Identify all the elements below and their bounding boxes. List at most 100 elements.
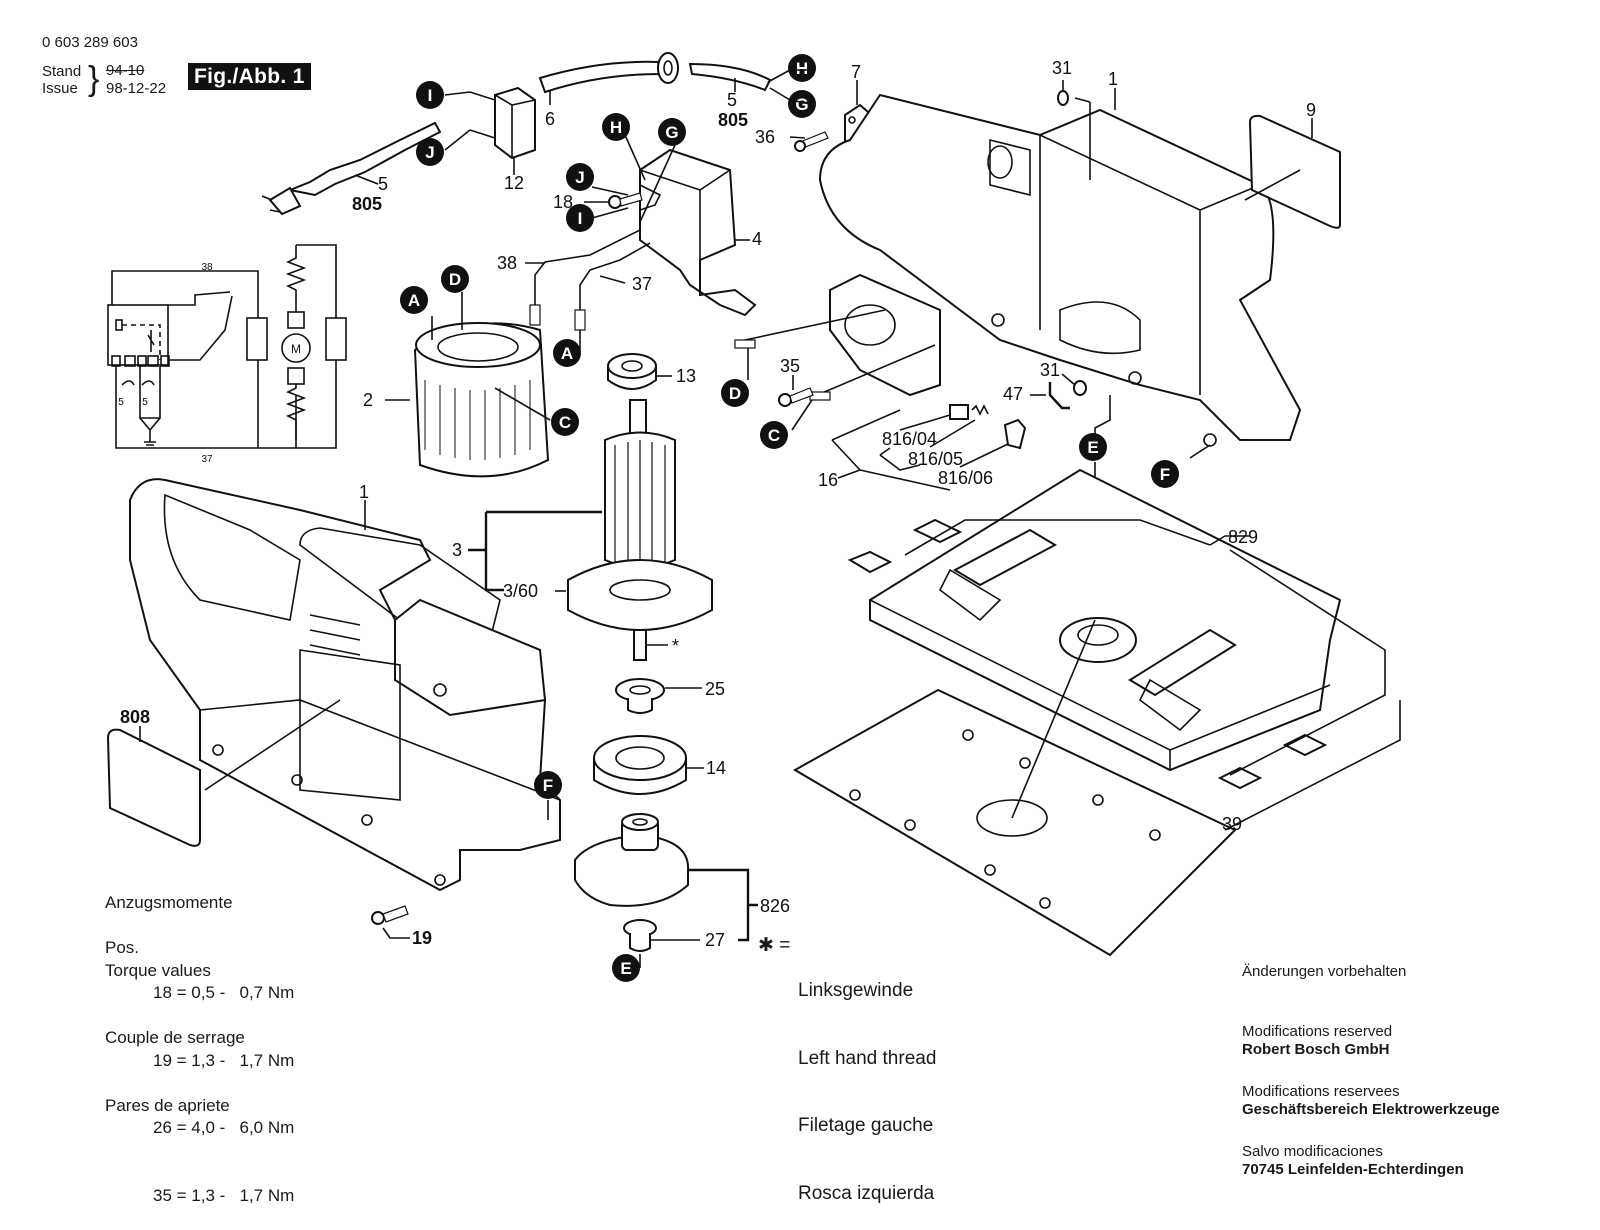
callout-marker-i-switch: [566, 204, 594, 232]
callout-marker-d-brush: [721, 379, 749, 407]
bushing-25: [615, 678, 702, 714]
schematic-wire-37: 37: [201, 454, 213, 465]
bearing-14: [593, 735, 704, 795]
resistor-right: [325, 317, 347, 361]
label-9: 9: [1306, 100, 1316, 120]
ground-symbol: [139, 417, 161, 446]
label-4: 4: [752, 229, 762, 249]
stand-value: 94-10: [106, 62, 145, 79]
screw-36: [789, 131, 829, 152]
torque-heading-de: Anzugsmomente: [105, 893, 233, 912]
callout-marker-a-stator: [400, 286, 428, 314]
label-47: 47: [1003, 384, 1023, 404]
callout-letter: G: [665, 123, 678, 142]
bushing-27: [623, 919, 700, 968]
callout-marker-f-housing: [1151, 460, 1179, 488]
label-16: 16: [818, 470, 838, 490]
callout-letter: D: [729, 384, 741, 403]
label-38: 38: [497, 253, 517, 273]
legend-block: Linksgewinde Left hand thread Filetage g…: [798, 935, 936, 1228]
callout-letter: E: [1087, 438, 1098, 457]
callout-marker-h-switch: [602, 113, 630, 141]
brace-icon: }: [88, 60, 100, 98]
label-3: 3: [452, 540, 462, 560]
schematic-wire-38: 38: [201, 262, 213, 273]
ring-31-mid: [1073, 380, 1087, 396]
label-star: *: [672, 636, 679, 656]
exploded-view-diagram: M 38 37 5 5 5 805 12: [106, 52, 1401, 982]
wire-38: [111, 270, 259, 318]
callout-marker-c-stator: [551, 408, 579, 436]
company-address: 70745 Leinfelden-Echterdingen: [1242, 1161, 1464, 1178]
torque-row: 35 = 1,3 - 1,7 Nm: [153, 1185, 295, 1205]
label-816-05: 816/05: [908, 449, 963, 469]
ring-31-top: [1057, 90, 1069, 106]
label-5-right: 5: [727, 90, 737, 110]
wire-38-part: [534, 229, 641, 310]
carbon-brush-816: [831, 404, 1027, 491]
brush-holder: [734, 273, 941, 401]
callout-letter: J: [425, 143, 434, 162]
callout-letter: I: [578, 209, 583, 228]
label-805-right: 805: [718, 110, 748, 130]
callout-marker-c-brush: [760, 421, 788, 449]
assembled-sander: [129, 478, 561, 892]
callout-letter: G: [795, 95, 808, 114]
label-2: 2: [363, 390, 373, 410]
power-cord-plug: [261, 121, 442, 216]
base-plate-829: [847, 468, 1386, 790]
callout-letter: C: [559, 413, 571, 432]
stator-2: [385, 292, 551, 478]
screw-35: [778, 375, 814, 407]
label-5-left: 5: [378, 174, 388, 194]
company-division: Geschäftsbereich Elektrowerkzeuge: [1242, 1101, 1500, 1118]
callout-letter: I: [428, 86, 433, 105]
callout-marker-i-top: [416, 81, 444, 109]
torque-table: 18 = 0,5 - 0,7 Nm 19 = 1,3 - 1,7 Nm 26 =…: [153, 937, 294, 1230]
callout-marker-h-cable: [788, 54, 816, 82]
callout-letter: J: [575, 168, 584, 187]
footer-notice-de: Änderungen vorbehalten: [1242, 963, 1407, 980]
label-19: 19: [412, 928, 432, 948]
label-12: 12: [504, 173, 524, 193]
label-35: 35: [780, 356, 800, 376]
callout-letter: A: [561, 344, 573, 363]
schematic-cap-left: 5: [118, 397, 124, 408]
callout-marker-d-stator: [441, 265, 469, 293]
part-number: 0 603 289 603: [42, 34, 138, 51]
callout-letter: H: [796, 59, 808, 78]
callout-letter: D: [449, 270, 461, 289]
torque-heading-en: Torque values: [105, 960, 211, 980]
legend-line-fr: Filetage gauche: [798, 1115, 934, 1136]
label-6: 6: [545, 109, 555, 129]
capacitor-12: [469, 86, 536, 175]
label-18: 18: [553, 192, 573, 212]
torque-block: Anzugsmomente Torque values Couple de se…: [105, 847, 245, 1140]
torque-heading-es: Pares de apriete: [105, 1095, 230, 1115]
fan-3-60: [567, 559, 713, 631]
label-36: 36: [755, 127, 775, 147]
wire-37-part: [579, 242, 651, 320]
motor-label: M: [291, 342, 301, 356]
figure-badge: Fig./Abb. 1: [188, 63, 311, 90]
callout-letter: F: [543, 776, 553, 795]
label-826: 826: [760, 896, 790, 916]
label-13: 13: [676, 366, 696, 386]
callout-letter: F: [1160, 465, 1170, 484]
torque-row: 18 = 0,5 - 0,7 Nm: [153, 983, 295, 1002]
callout-letter: C: [768, 426, 780, 445]
label-39: 39: [1222, 814, 1242, 834]
armature-3: [567, 399, 713, 661]
footer-notice-fr: Modifications reservees: [1242, 1083, 1400, 1100]
wiring-schematic: M 38 37 5 5: [107, 244, 347, 465]
cord-5-right: [688, 62, 791, 101]
issue-value: 98-12-22: [106, 80, 167, 97]
label-808: 808: [120, 707, 150, 727]
company-name: Robert Bosch GmbH: [1242, 1041, 1390, 1058]
resistor-left: [246, 317, 268, 361]
callout-marker-g-switch: [658, 118, 686, 146]
screw-19: [371, 905, 410, 939]
label-31-mid: 31: [1040, 360, 1060, 380]
callout-marker-g-cable: [788, 90, 816, 118]
